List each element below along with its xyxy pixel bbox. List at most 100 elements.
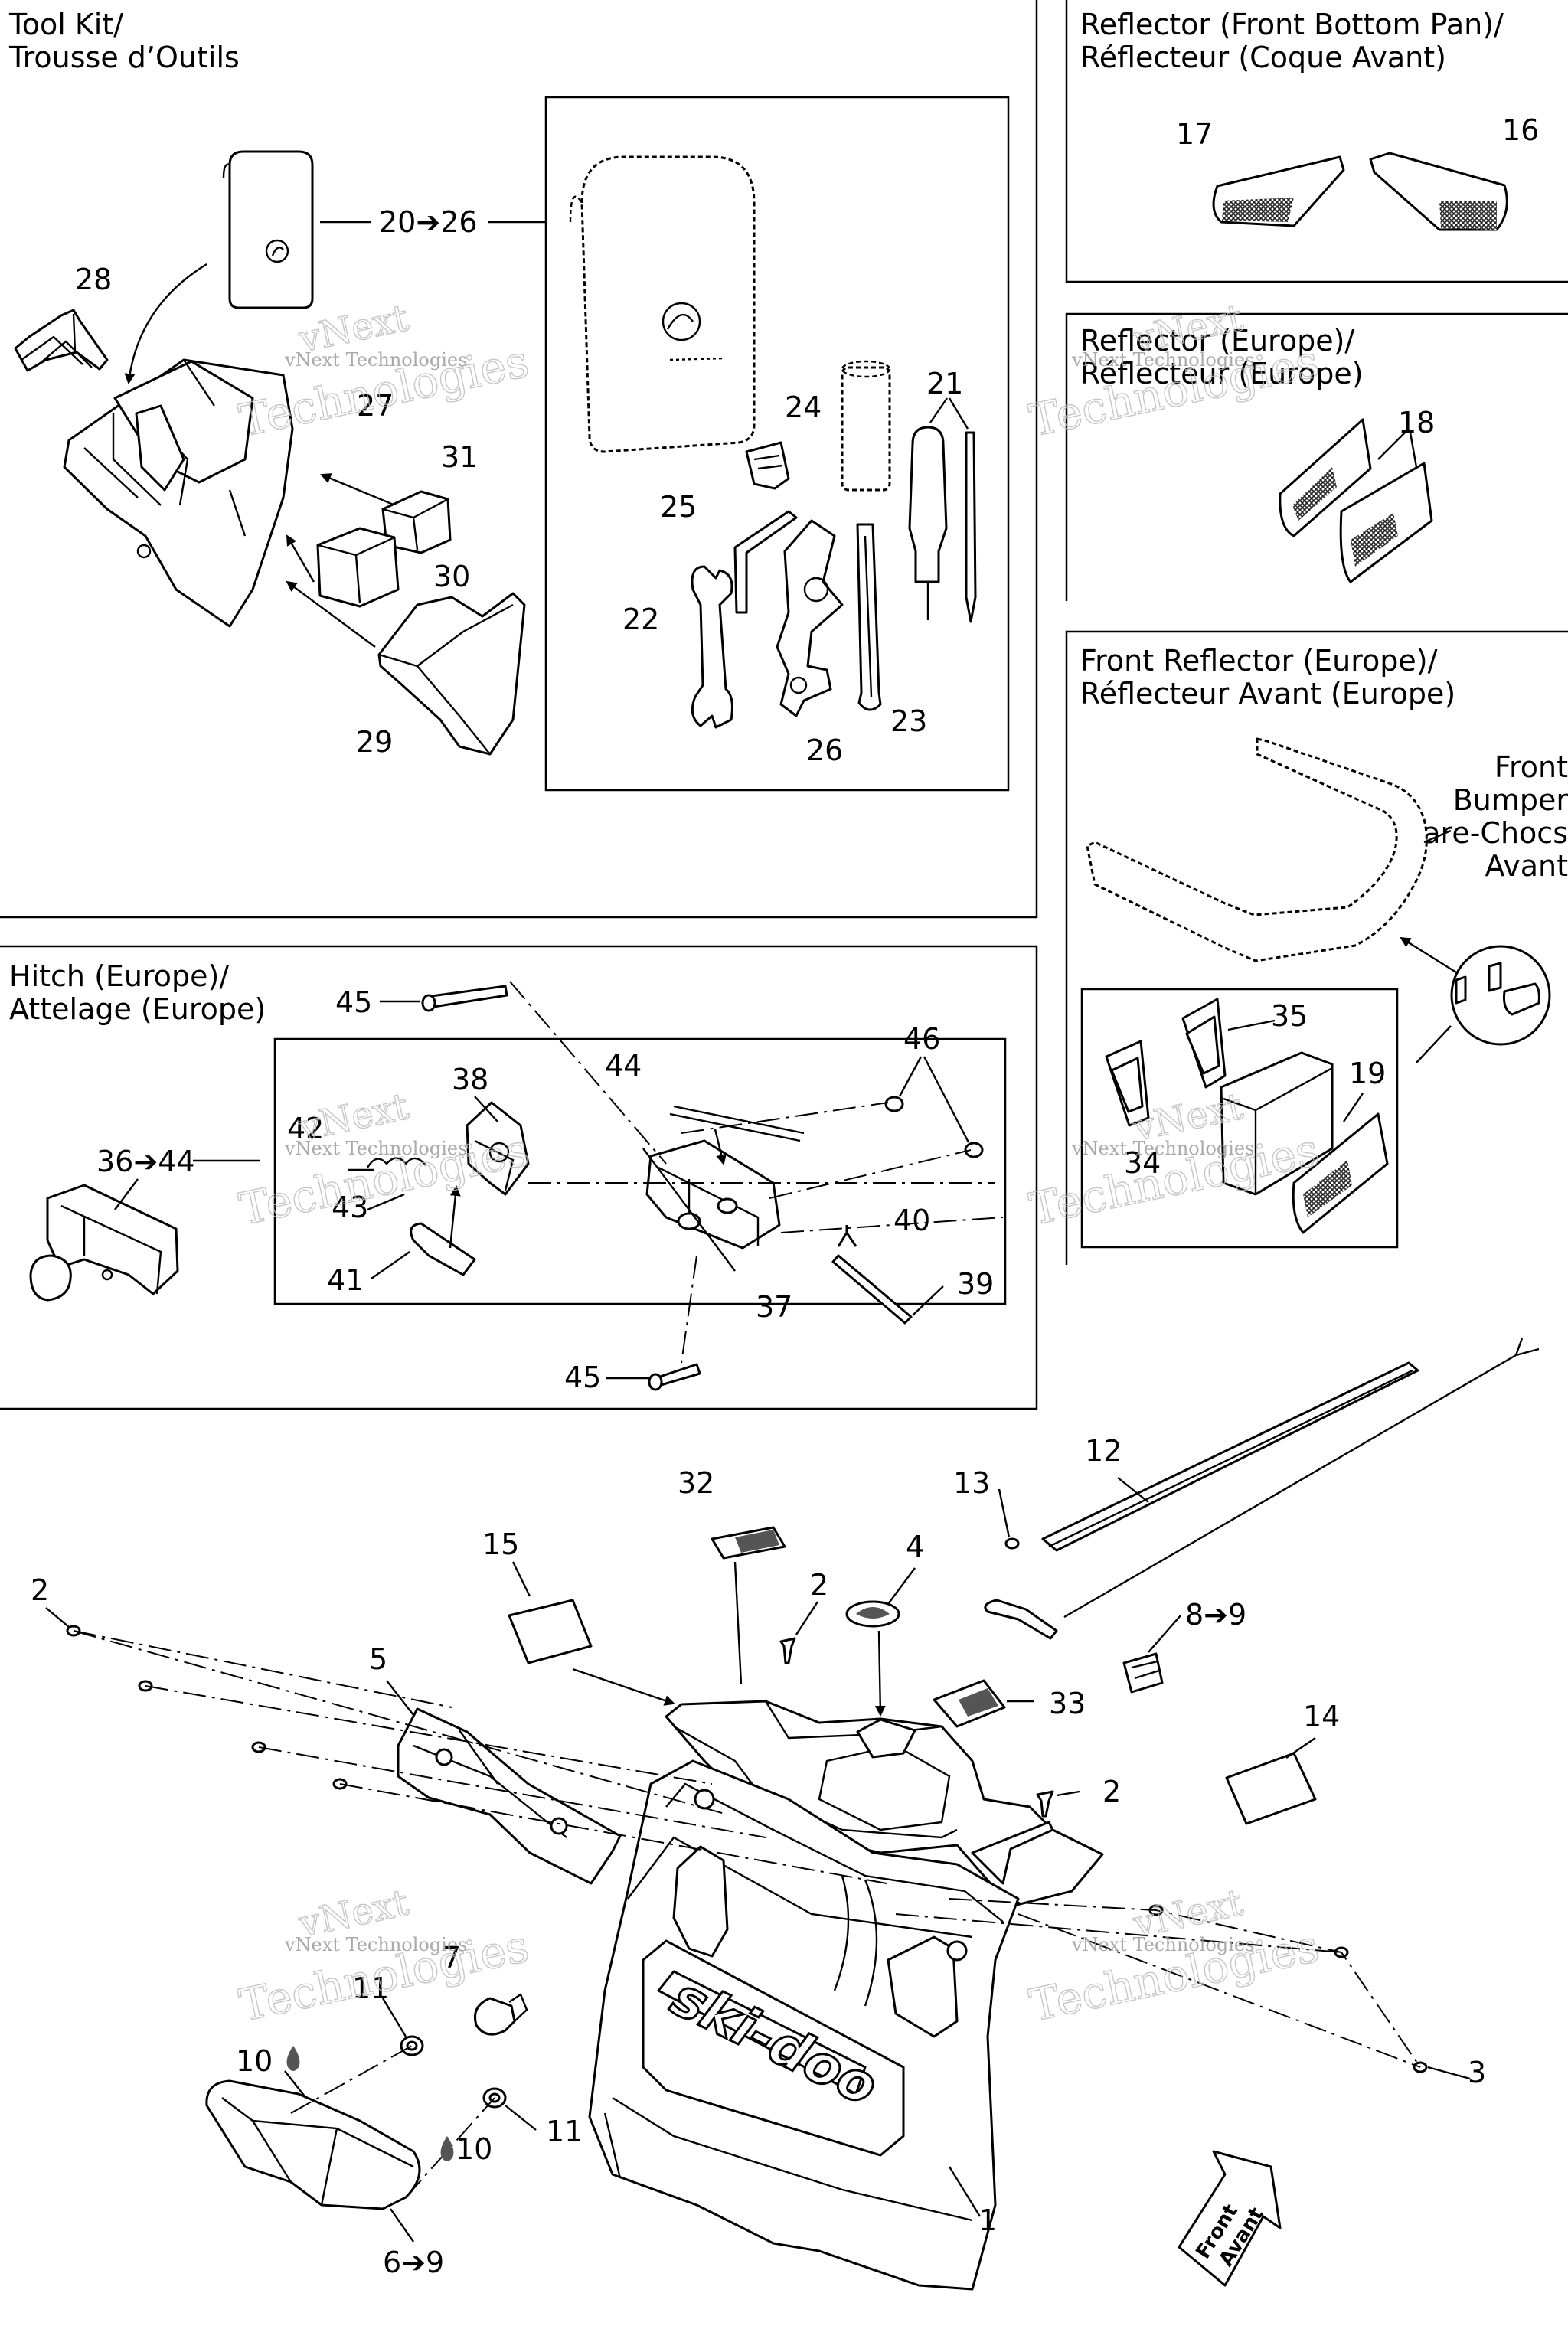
bracket-35 (1105, 998, 1227, 1127)
leader (284, 2070, 305, 2097)
assembly-line (290, 2045, 495, 2198)
right-side-panel (971, 1821, 1054, 1885)
rivet-2 (779, 1637, 1054, 1818)
windshield-trim-12 (1041, 1361, 1419, 1552)
insert-30 (316, 527, 400, 608)
leader (1056, 1790, 1080, 1797)
svg-text:Bumper: Bumper (1453, 783, 1568, 817)
reflector-17 (1212, 155, 1345, 227)
svg-text:vNext Technologies: vNext Technologies (284, 349, 467, 371)
callout-36-44: 36➔44 (96, 1145, 195, 1178)
reflector-19 (1292, 1112, 1389, 1234)
washer-13 (1004, 1537, 1020, 1550)
front-bumper-label: Front Bumper Pare-Chocs Avant (1406, 750, 1568, 883)
svg-text:vNext Technologies: vNext Technologies (1071, 1138, 1254, 1159)
leader (1117, 1477, 1149, 1503)
multi-tool-26 (776, 519, 844, 717)
callout-35: 35 (1271, 999, 1308, 1033)
nuts-46 (884, 1096, 984, 1158)
arrow-icon (714, 1129, 727, 1165)
callout-6-9: 6➔9 (383, 2246, 444, 2279)
leader (929, 397, 948, 423)
callout-37: 37 (756, 1290, 792, 1324)
callout-25: 25 (660, 490, 697, 524)
leader (371, 1251, 410, 1279)
svg-text:vNext Technologies: vNext Technologies (284, 1934, 467, 1955)
insert-29 (377, 592, 526, 756)
svg-text:Attelage (Europe): Attelage (Europe) (9, 992, 266, 1026)
callout-24: 24 (785, 390, 822, 424)
grommet-row-left (66, 1625, 348, 1790)
clip-40 (837, 1225, 858, 1247)
leader (948, 397, 969, 430)
tool-bag (222, 150, 314, 309)
emblem-4 (845, 1600, 900, 1628)
svg-text:Reflector (Europe)/: Reflector (Europe)/ (1080, 324, 1354, 358)
socket-24 (745, 441, 790, 490)
callout-2-left: 2 (31, 1573, 49, 1607)
leader (795, 1601, 819, 1635)
leader (1416, 1025, 1452, 1063)
leader (1427, 2066, 1471, 2080)
callout-2-right: 2 (1102, 1775, 1121, 1808)
leader (474, 1096, 498, 1122)
svg-text:vNext Technologies: vNext Technologies (284, 1138, 467, 1159)
callout-26: 26 (806, 733, 843, 767)
svg-text:Hitch (Europe)/: Hitch (Europe)/ (9, 959, 229, 993)
arrow-icon (286, 534, 315, 583)
assembly-line (73, 1630, 1421, 2068)
callout-46: 46 (903, 1022, 940, 1056)
callout-21: 21 (926, 367, 963, 400)
housing-34 (1220, 1051, 1334, 1196)
callout-4: 4 (906, 1530, 924, 1563)
callout-30: 30 (433, 560, 470, 593)
callout-28: 28 (75, 263, 112, 296)
bulb-7 (474, 1993, 528, 2036)
callout-2-top: 2 (810, 1568, 828, 1602)
svg-text:vNext Technologies: vNext Technologies (1071, 1934, 1254, 1955)
leader (948, 2166, 982, 2217)
front-bumper (1086, 737, 1428, 962)
svg-text:Trousse d’Outils: Trousse d’Outils (8, 41, 240, 74)
callout-34: 34 (1124, 1146, 1161, 1180)
arrow-icon (449, 1185, 461, 1249)
connector-8 (1122, 1652, 1164, 1694)
screwdriver-21 (908, 426, 977, 623)
leader (1227, 1019, 1276, 1031)
spring-42 (366, 1157, 426, 1168)
leader (733, 1561, 743, 1685)
svg-text:vNext Technologies: vNext Technologies (1071, 349, 1254, 371)
bar-44 (673, 1105, 805, 1135)
leader (390, 2208, 414, 2243)
callout-17: 17 (1176, 117, 1213, 151)
callout-32: 32 (678, 1466, 714, 1500)
callout-12: 12 (1085, 1434, 1122, 1468)
callout-7: 7 (443, 1941, 461, 1975)
strap-clip-28 (14, 309, 109, 372)
extension-socket (841, 360, 891, 492)
callout-39: 39 (957, 1267, 994, 1301)
callout-8-9: 8➔9 (1185, 1598, 1246, 1632)
arrow-icon (572, 1668, 675, 1706)
decal-15 (508, 1599, 593, 1664)
storage-tray-27 (63, 358, 294, 628)
callout-15: 15 (482, 1527, 519, 1561)
callout-43: 43 (332, 1191, 368, 1224)
svg-text:Avant: Avant (1485, 849, 1568, 883)
leader (923, 1056, 970, 1143)
assembly-line (509, 981, 697, 1364)
pin-39 (831, 1254, 913, 1325)
front-direction-arrow[interactable]: Front Avant (1178, 2150, 1282, 2287)
callout-42: 42 (287, 1112, 324, 1145)
hitch-europe-title: Hitch (Europe)/ Attelage (Europe) (9, 959, 266, 1026)
leader (511, 1561, 531, 1597)
callout-labels: 20➔26 28 27 31 30 29 24 21 25 22 23 26 1… (31, 113, 1539, 2279)
svg-text:Réflecteur (Coque Avant): Réflecteur (Coque Avant) (1080, 41, 1446, 74)
pin-45-bottom (648, 1363, 701, 1391)
callout-10-left: 10 (236, 2044, 273, 2078)
callout-10-right: 10 (456, 2132, 492, 2166)
reflector-16 (1369, 152, 1508, 231)
callout-33: 33 (1049, 1687, 1086, 1720)
callout-23: 23 (890, 704, 927, 738)
